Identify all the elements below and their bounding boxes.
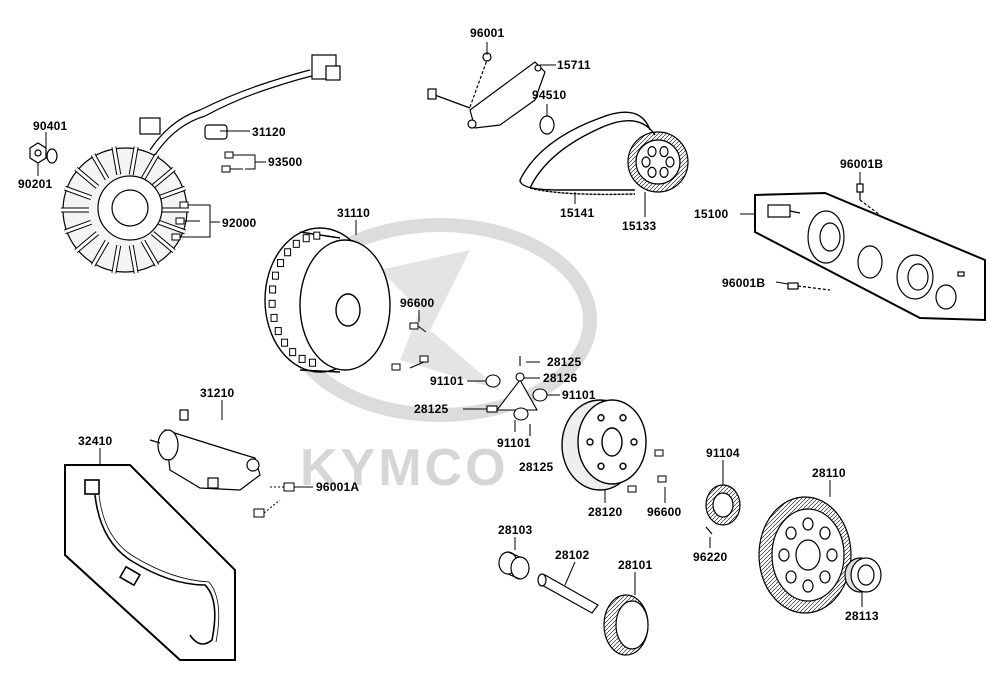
bushing-28113 [844, 557, 882, 593]
clip-94510 [539, 115, 555, 135]
part-label-15133: 15133 [622, 219, 657, 233]
kymco-watermark-wing [380, 250, 500, 390]
part-label-90201: 90201 [18, 177, 53, 191]
part-label-96001: 96001 [470, 26, 505, 40]
part-label-28102: 28102 [555, 548, 590, 562]
part-label-15100: 15100 [694, 207, 729, 221]
screws-92000 [171, 201, 200, 241]
part-label-96001B-top: 96001B [840, 157, 884, 171]
leader-lines [37, 42, 863, 607]
part-label-96220: 96220 [693, 550, 728, 564]
part-label-15141: 15141 [560, 206, 595, 220]
part-label-96600-top: 96600 [400, 296, 435, 310]
kymco-watermark-text: KYMCO [300, 439, 509, 497]
part-label-91101-c: 91101 [497, 436, 531, 450]
part-label-28125-a: 28125 [547, 355, 582, 369]
part-label-91104: 91104 [706, 446, 740, 460]
collar-28103 [498, 551, 530, 580]
part-label-90401: 90401 [33, 119, 68, 133]
nut-washer-90401-90201 [29, 142, 58, 164]
idle-gear-28101 [603, 594, 649, 656]
part-label-92000: 92000 [222, 216, 257, 230]
part-label-28101: 28101 [618, 558, 653, 572]
part-label-31210: 31210 [200, 386, 235, 400]
part-label-31110: 31110 [337, 206, 371, 220]
screws-93500 [221, 151, 245, 173]
flywheel-rotor [264, 227, 391, 373]
shaft-28102 [537, 573, 599, 614]
pin-96220 [705, 526, 713, 535]
part-label-28125-c: 28125 [519, 460, 554, 474]
chain-guide-15711 [427, 52, 546, 129]
part-label-32410: 32410 [78, 434, 113, 448]
starter-cable-box-32410 [64, 464, 236, 661]
stator-coil-assembly [61, 54, 341, 274]
part-label-96001A: 96001A [316, 480, 360, 494]
starter-clutch-rollers [485, 356, 548, 436]
starter-motor-31210 [149, 409, 261, 491]
part-label-28126: 28126 [543, 371, 578, 385]
part-label-28120: 28120 [588, 505, 623, 519]
starter-cable-32410 [84, 479, 220, 645]
cam-chain-15141 [519, 111, 656, 196]
part-label-96001B-bottom: 96001B [722, 276, 766, 290]
part-label-94510: 94510 [532, 88, 567, 102]
part-label-28113: 28113 [845, 609, 879, 623]
screws-96600-top [391, 322, 429, 371]
part-label-28103: 28103 [498, 523, 533, 537]
part-label-28110: 28110 [812, 466, 846, 480]
needle-bearing-91104 [705, 484, 741, 526]
bolts-96001A [253, 482, 295, 518]
part-label-91101-b: 91101 [562, 388, 596, 402]
part-label-31120: 31120 [252, 125, 286, 139]
box-15100-parts [767, 183, 965, 310]
screws-96600-bottom [627, 449, 667, 493]
cam-sprocket-15133 [627, 131, 689, 193]
starter-driven-gear-28110 [758, 496, 852, 614]
part-label-96600-bottom: 96600 [647, 505, 682, 519]
part-label-93500: 93500 [268, 155, 303, 169]
part-label-91101-a: 91101 [430, 374, 464, 388]
part-label-15711: 15711 [557, 58, 591, 72]
starter-clutch-28120 [561, 399, 647, 491]
part-label-28125-b: 28125 [414, 402, 449, 416]
